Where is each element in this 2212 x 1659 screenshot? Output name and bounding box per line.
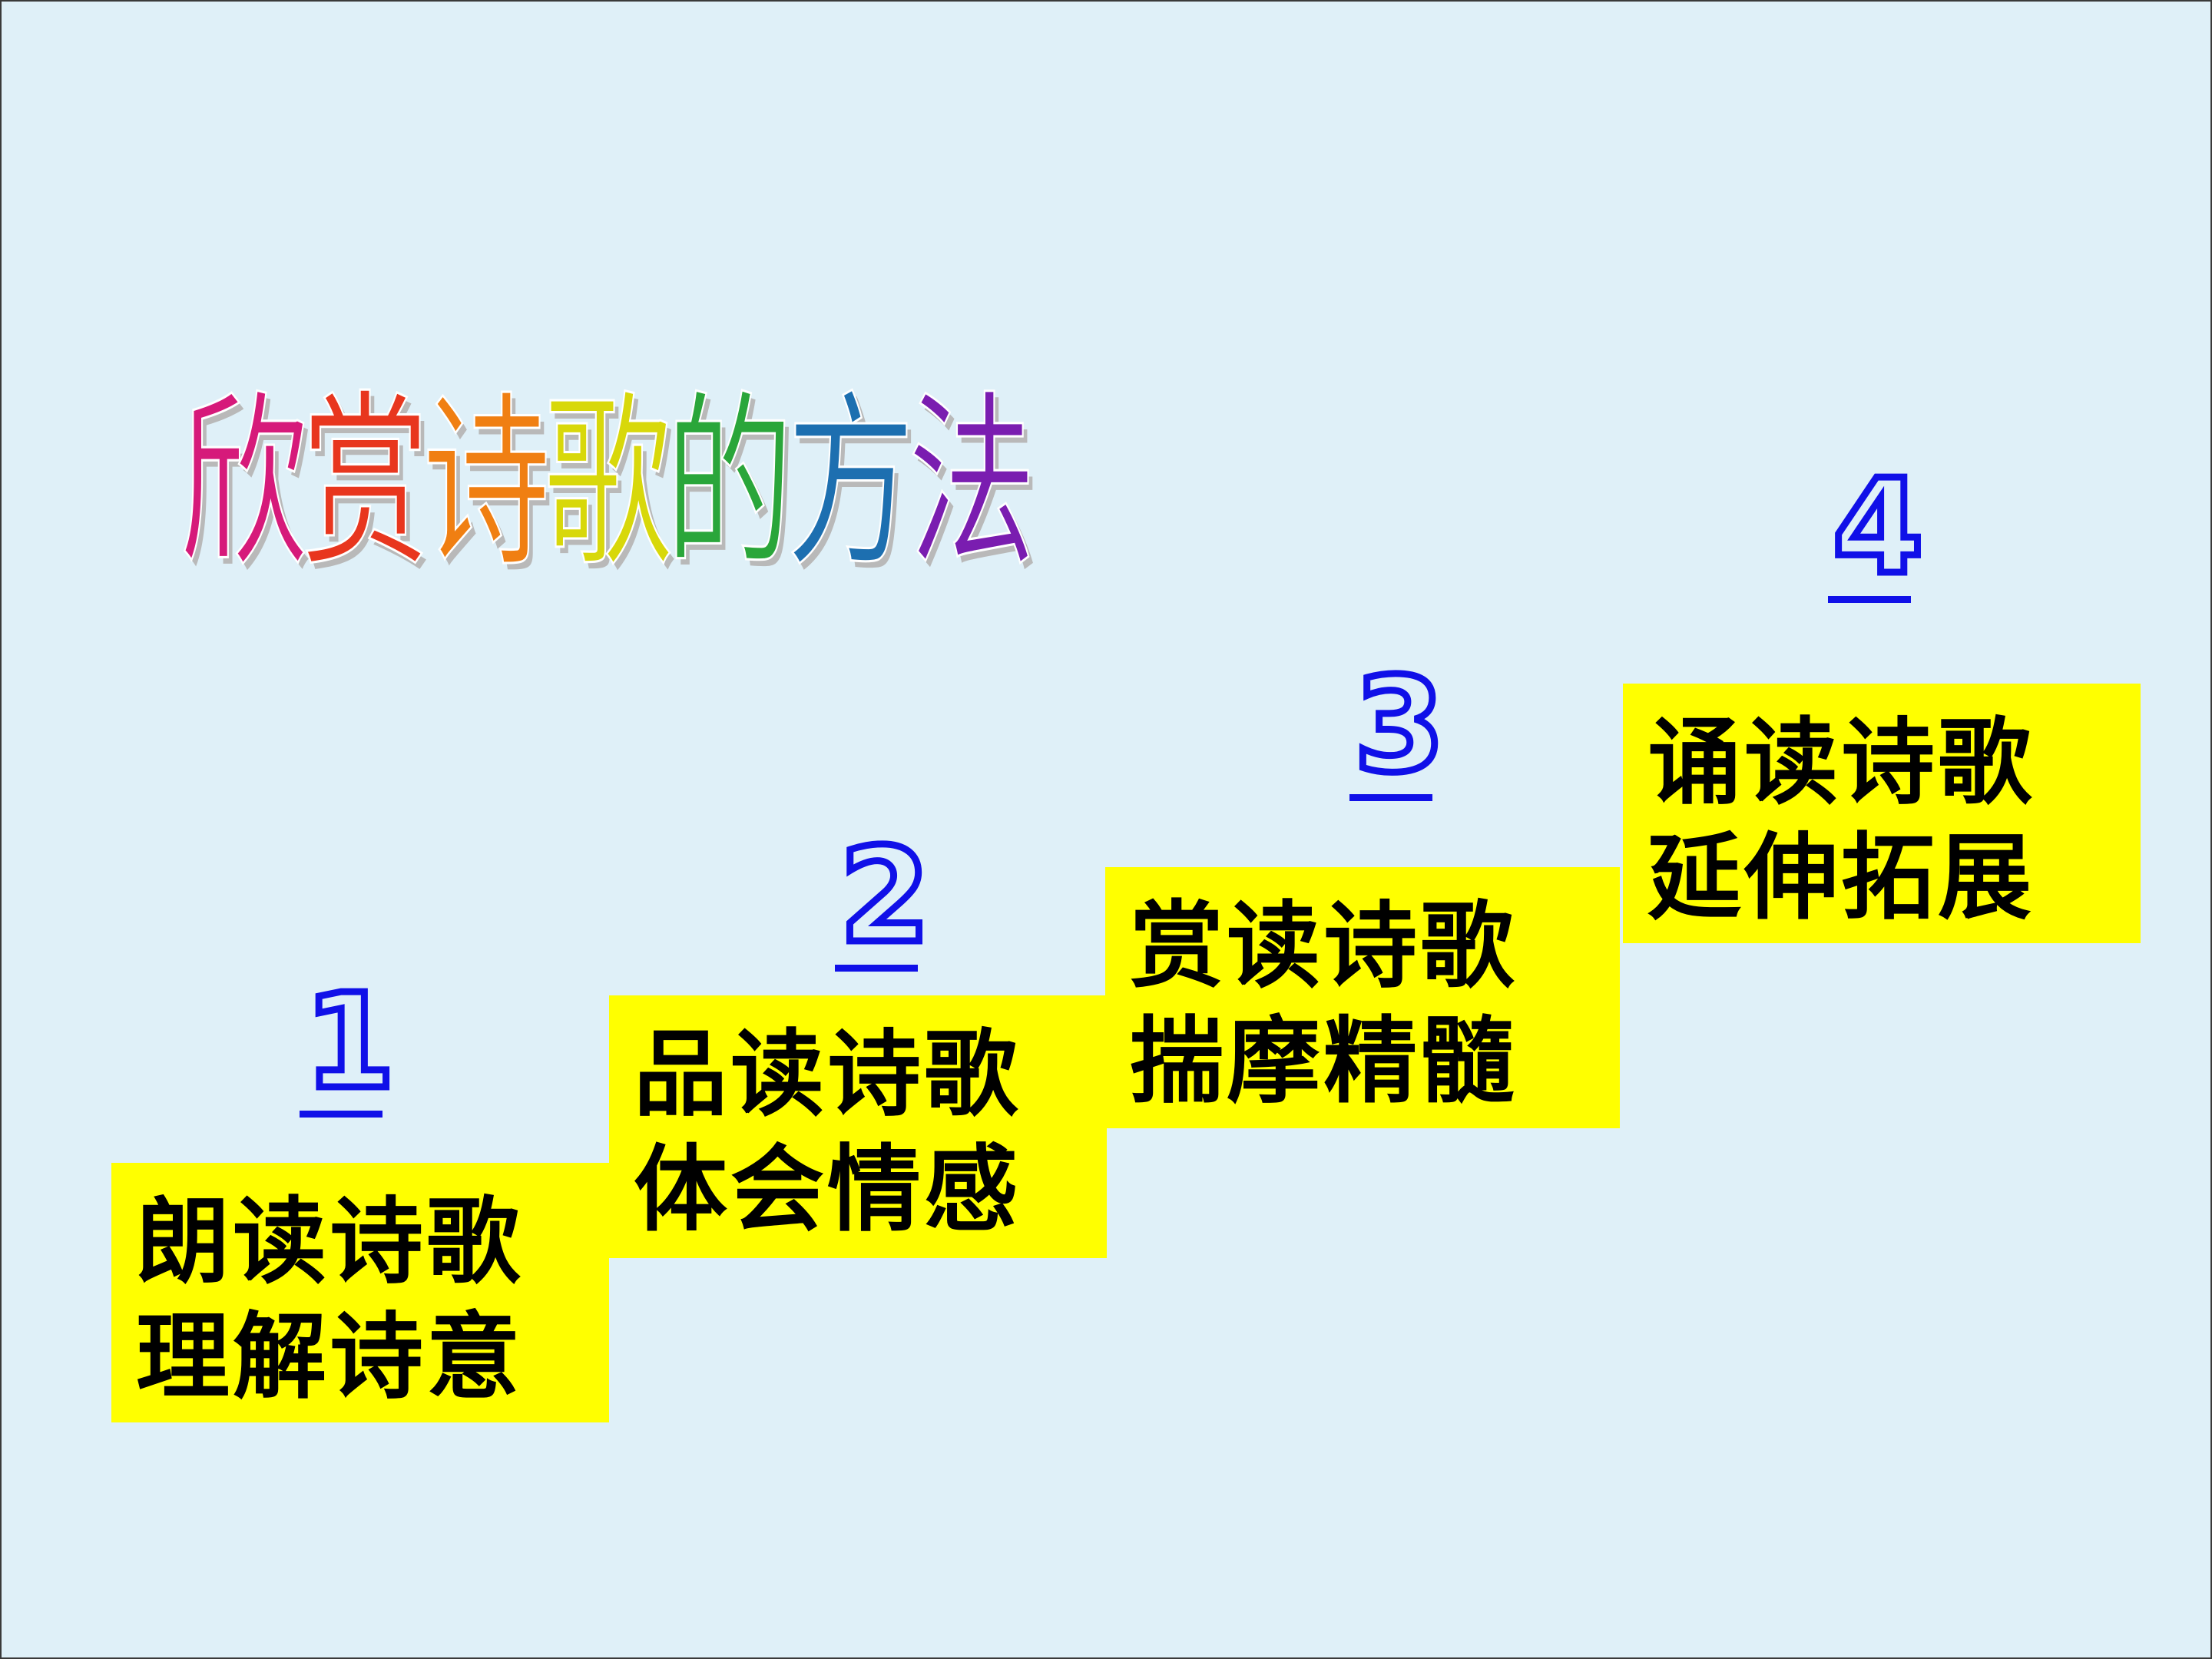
title-char: 的 [664,373,794,594]
title-char: 方 [786,373,916,594]
title-char: 赏 [300,373,430,594]
step-box-3: 赏读诗歌 揣摩精髓 [1105,867,1620,1128]
title-char: 欣 [179,373,309,594]
step-4-line-2: 延伸拓展 [1647,823,2035,932]
step-2-line-2: 体会情感 [634,1135,1021,1244]
title-char: 歌 [543,373,673,594]
step-number-1: 1 [300,974,399,1118]
step-3-line-1: 赏读诗歌 [1130,892,1517,1001]
step-2-line-1: 品读诗歌 [634,1020,1021,1129]
step-1-line-1: 朗读诗歌 [136,1187,523,1296]
step-number-2: 2 [835,828,934,972]
slide-title: 欣 赏 诗 歌 的 方 法 [179,363,1037,594]
title-char: 诗 [422,373,551,594]
step-box-2: 品读诗歌 体会情感 [609,995,1107,1258]
step-3-line-2: 揣摩精髓 [1130,1007,1517,1116]
step-4-line-1: 诵读诗歌 [1647,708,2035,817]
step-1-line-2: 理解诗意 [136,1303,523,1412]
step-number-3: 3 [1349,657,1449,801]
step-box-4: 诵读诗歌 延伸拓展 [1623,684,2141,943]
title-char: 法 [907,373,1037,594]
step-box-1: 朗读诗歌 理解诗意 [111,1163,609,1422]
step-number-4: 4 [1828,459,1927,603]
